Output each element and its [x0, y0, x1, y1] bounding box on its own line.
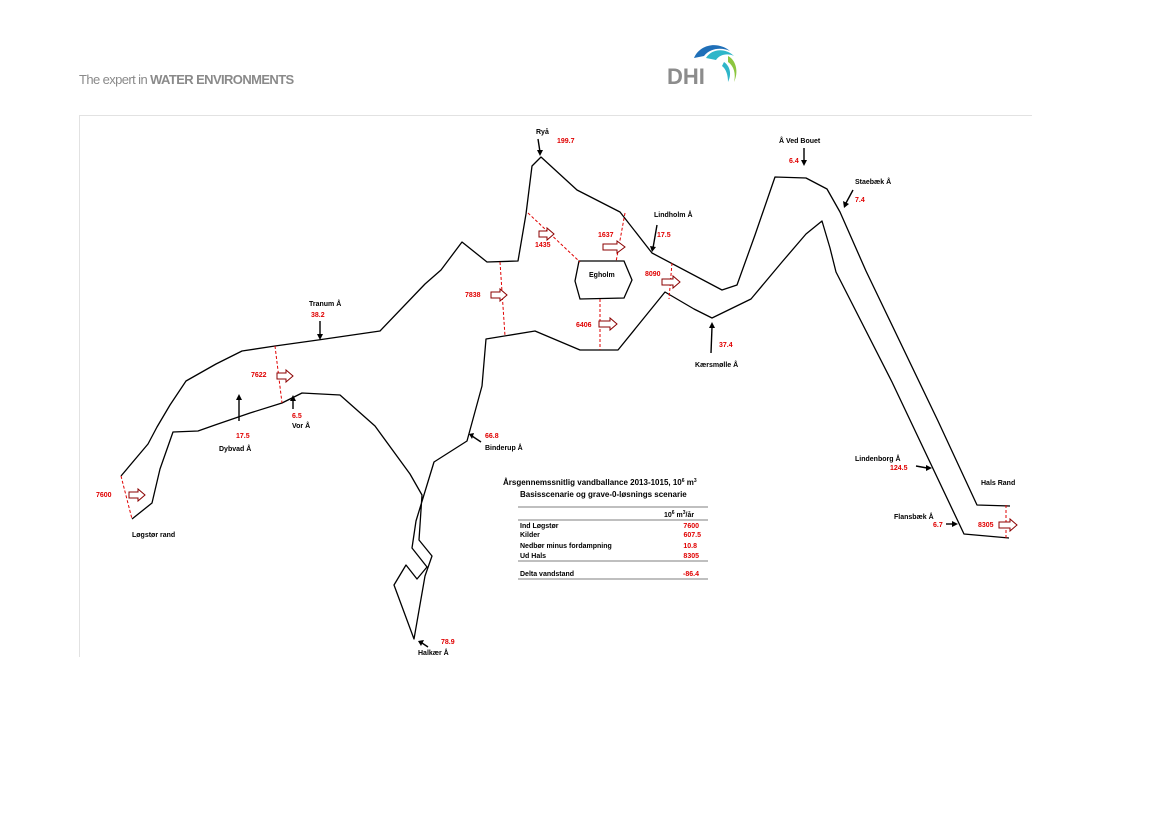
flow-arrow-7838	[490, 287, 508, 303]
flow-value-7600: 7600	[96, 492, 112, 499]
tributary-arrow-lindholm-head	[650, 246, 656, 252]
south-shore	[131, 220, 1010, 640]
tributary-arrow-kaersmolle-head	[709, 322, 715, 328]
table-row-label: Ind Løgstør	[520, 523, 559, 530]
tributary-arrow-lindenborg-shaft	[915, 465, 928, 469]
label-logstor-rand: Løgstør rand	[132, 532, 175, 539]
flow-arrow-7600	[128, 487, 146, 503]
value-a-ved-bouet: 6.4	[789, 158, 799, 165]
value-lindholm: 17.5	[657, 232, 671, 239]
label-staebaek: Staebæk Å	[855, 177, 891, 186]
transect-7622	[274, 345, 283, 404]
flow-value-6406: 6406	[576, 322, 592, 329]
transect-8090	[668, 262, 673, 300]
tagline-strong: WATER ENVIRONMENTS	[150, 72, 294, 87]
label-egholm: Egholm	[589, 272, 615, 279]
label-hals-rand: Hals Rand	[981, 480, 1015, 487]
label-a-ved-bouet: Å Ved Bouet	[779, 136, 821, 145]
label-tranum: Tranum Å	[309, 299, 341, 308]
value-dybvad: 17.5	[236, 433, 250, 440]
logo-wave-blue	[694, 45, 730, 58]
tributary-arrow-lindholm-shaft	[652, 224, 658, 249]
tributary-arrow-halkaer-shaft	[421, 642, 429, 648]
value-tranum: 38.2	[311, 312, 325, 319]
table-row-label: Kilder	[520, 532, 540, 539]
transect-1435	[527, 212, 581, 263]
tributary-arrow-staebaek-head	[843, 201, 849, 208]
table-total-label: Delta vandstand	[520, 571, 574, 578]
value-rya: 199.7	[557, 138, 575, 145]
flow-arrow-7622	[276, 368, 294, 384]
value-flansbaek: 6.7	[933, 522, 943, 529]
value-kaersmolle: 37.4	[719, 342, 733, 349]
table-row-label: Nedbør minus fordampning	[520, 543, 612, 550]
flow-value-7622: 7622	[251, 372, 267, 379]
tagline-prefix: The expert in	[79, 72, 151, 87]
label-vor: Vor Å	[292, 421, 310, 430]
table-row-value: 8305	[683, 553, 699, 560]
flow-value-8305: 8305	[978, 522, 994, 529]
tributary-arrow-rya-head	[537, 150, 543, 156]
flow-value-7838: 7838	[465, 292, 481, 299]
value-lindenborg: 124.5	[890, 465, 908, 472]
north-shore	[120, 156, 1011, 507]
label-halkaer: Halkær Å	[418, 648, 449, 657]
value-staebaek: 7.4	[855, 197, 865, 204]
tagline: The expert in WATER ENVIRONMENTS	[79, 72, 294, 87]
tributary-arrow-rya-shaft	[537, 138, 541, 153]
tributary-arrow-tranum-head	[317, 334, 323, 340]
tributary-arrow-bouet-head	[801, 160, 807, 166]
tributary-arrow-staebaek-shaft	[845, 189, 854, 204]
table-row-value: 7600	[683, 523, 699, 530]
flow-arrow-8305	[998, 517, 1018, 533]
tributary-arrow-binderup-shaft	[471, 435, 482, 443]
label-flansbaek: Flansbæk Å	[894, 512, 934, 521]
balance-table-subtitle: Basisscenarie og grave-0-løsnings scenar…	[520, 490, 687, 499]
value-vor: 6.5	[292, 413, 302, 420]
egholm-island	[574, 260, 633, 300]
balance-table: Årsgennemssnitlig vandballance 2013-1015…	[503, 478, 708, 580]
logo-wave-cyan-2	[722, 62, 731, 82]
label-lindholm: Lindholm Å	[654, 210, 693, 219]
table-total-value: -86.4	[683, 571, 699, 578]
flow-value-8090: 8090	[645, 271, 661, 278]
logo-wave-cyan	[706, 50, 734, 60]
label-binderup: Binderup Å	[485, 443, 523, 452]
label-lindenborg: Lindenborg Å	[855, 454, 901, 463]
logo-text: DHI	[667, 64, 705, 88]
tributary-arrow-dybvad-head	[236, 394, 242, 400]
balance-table-title: Årsgennemssnitlig vandballance 2013-1015…	[503, 478, 697, 487]
tributary-arrow-halkaer-head	[418, 640, 424, 646]
table-row-label: Ud Hals	[520, 553, 546, 560]
label-kaersmolle: Kærsmølle Å	[695, 360, 738, 369]
flow-arrow-1435	[538, 226, 555, 242]
value-halkaer: 78.9	[441, 639, 455, 646]
transect-1637	[615, 212, 626, 263]
dhi-logo: DHI	[667, 45, 737, 88]
tributary-arrow-flansbaek-head	[952, 521, 958, 527]
logo-wave-green	[728, 56, 737, 82]
balance-table-unit: 106 m3/år	[664, 510, 694, 519]
transect-7600	[120, 475, 133, 520]
value-binderup: 66.8	[485, 433, 499, 440]
flow-arrow-1637	[602, 240, 626, 254]
header: The expert in WATER ENVIRONMENTS DHI	[0, 0, 1169, 110]
label-rya: Ryå	[536, 128, 549, 136]
table-row-value: 607.5	[683, 532, 701, 539]
label-dybvad: Dybvad Å	[219, 444, 251, 453]
flow-arrow-8090	[661, 274, 681, 290]
flow-arrow-6406	[598, 316, 618, 332]
tributary-arrow-kaersmolle-shaft	[710, 326, 713, 354]
table-row-value: 10.8	[683, 543, 697, 550]
flow-value-1637: 1637	[598, 232, 614, 239]
tributary-arrow-binderup-head	[469, 433, 474, 439]
tributary-arrow-vor-head	[290, 395, 296, 401]
tributary-arrow-lindenborg-head	[926, 465, 932, 471]
flow-value-1435: 1435	[535, 242, 551, 249]
